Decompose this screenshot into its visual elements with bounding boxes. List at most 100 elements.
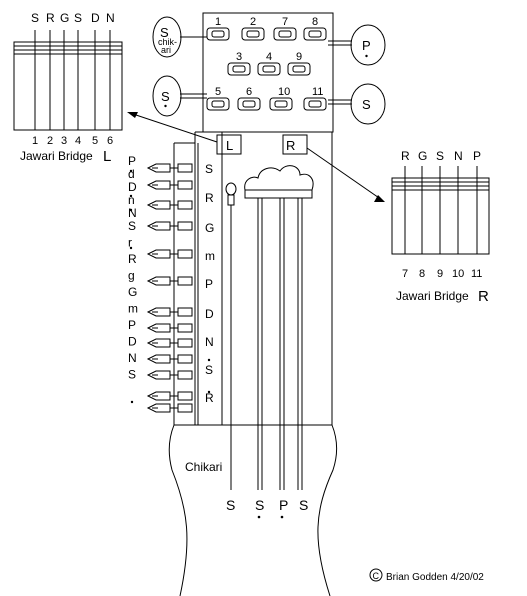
left-low-tuning-circle <box>152 75 182 117</box>
left-bridge-marker-box <box>216 134 242 155</box>
fret-note: N <box>205 335 214 349</box>
right-top-circle-note: P <box>362 38 371 53</box>
lower-octave-dot <box>365 54 368 58</box>
taraf-note: G <box>128 285 137 299</box>
fret-note: G <box>205 221 214 235</box>
right-bridge-caption: Jawari Bridge <box>396 289 469 303</box>
taraf-peg-icon <box>146 323 171 333</box>
taraf-string-hole <box>177 338 193 348</box>
copyright-text: Brian Godden 4/20/02 <box>386 572 484 583</box>
taraf-string-hole <box>177 391 193 401</box>
arrow-to-right-bridge <box>306 147 383 201</box>
tuning-peg-icon <box>269 97 293 111</box>
taraf-note: g <box>128 269 135 283</box>
taraf-note: N <box>128 206 137 220</box>
taraf-peg-icon <box>146 391 171 401</box>
peg-number: 9 <box>296 51 302 63</box>
right-bridge-string-note: N <box>454 149 463 163</box>
copyright: C Brian Godden 4/20/02 <box>369 568 484 583</box>
taraf-note: r <box>128 236 132 250</box>
left-bridge-string-number: 5 <box>92 135 98 147</box>
tuning-peg-icon <box>206 97 230 111</box>
fret-note: m <box>205 249 215 263</box>
right-low-tuning-circle <box>350 83 386 125</box>
right-bridge-string-number: 7 <box>402 268 408 280</box>
fret-note: R <box>205 391 214 405</box>
main-bridge-cloud <box>244 165 314 191</box>
svg-text:C: C <box>373 571 380 581</box>
taraf-peg-icon <box>146 370 171 380</box>
taraf-peg-icon <box>146 276 171 286</box>
left-bridge-caption-letter: L <box>103 148 111 165</box>
lower-octave-dot <box>164 104 167 108</box>
taraf-note: N <box>128 351 137 365</box>
taraf-peg-icon <box>146 221 171 231</box>
right-bridge-caption-letter: R <box>478 288 489 305</box>
main-string-note: S <box>226 497 235 513</box>
right-bridge-string-note: P <box>473 149 481 163</box>
left-bridge-string-note: N <box>106 11 115 25</box>
taraf-peg-icon <box>146 307 171 317</box>
peg-number: 3 <box>236 51 242 63</box>
left-bridge-string-note: R <box>46 11 55 25</box>
main-string-note: S <box>255 497 264 513</box>
right-bridge-string-number: 10 <box>452 268 464 280</box>
taraf-note: P <box>128 154 136 168</box>
arrow-to-left-bridge <box>129 112 218 143</box>
taraf-peg-icon <box>146 338 171 348</box>
taraf-string-hole <box>177 200 193 210</box>
peg-number: 5 <box>215 86 221 98</box>
taraf-string-hole <box>177 323 193 333</box>
lower-octave-dot <box>130 400 134 404</box>
lower-octave-dot <box>129 169 133 173</box>
left-bridge-string-number: 3 <box>61 135 67 147</box>
fret-note: S <box>205 162 213 176</box>
right-bridge-string-note: G <box>418 149 427 163</box>
taraf-string-hole <box>177 249 193 259</box>
taraf-string-hole <box>177 276 193 286</box>
peg-number: 11 <box>312 86 323 98</box>
taraf-string-hole <box>177 370 193 380</box>
body-right-contour <box>317 424 338 596</box>
tuning-peg-icon <box>303 97 327 111</box>
taraf-note: S <box>128 368 136 382</box>
lower-octave-dot <box>280 515 284 519</box>
right-bridge-marker-box <box>282 134 308 155</box>
upper-octave-dot <box>207 358 211 362</box>
tuning-peg-icon <box>237 97 261 111</box>
peg-number: 2 <box>250 16 256 28</box>
main-bridge-base <box>244 189 313 199</box>
arrowhead-icon <box>127 112 138 118</box>
left-bridge-outline <box>13 41 123 131</box>
left-bridge-string-number: 6 <box>107 135 113 147</box>
taraf-note: D <box>128 180 137 194</box>
left-bridge-marker-label: L <box>226 138 233 153</box>
tuning-peg-icon <box>287 62 311 76</box>
left-bridge-string-number: 2 <box>47 135 53 147</box>
taraf-note: d <box>128 167 135 181</box>
upper-octave-dot <box>207 390 211 394</box>
tuning-peg-icon <box>227 62 251 76</box>
taraf-string-hole <box>177 403 193 413</box>
main-string-note: P <box>279 497 288 513</box>
peg-number: 10 <box>278 86 290 98</box>
lower-octave-dot <box>257 515 261 519</box>
peg-number: 7 <box>282 16 288 28</box>
lower-octave-dot <box>129 208 133 212</box>
chikari-tuning-circle <box>152 16 182 58</box>
left-low-circle-note: S <box>161 89 170 104</box>
lower-octave-dot <box>129 194 133 198</box>
right-bridge-string-number: 9 <box>437 268 443 280</box>
right-top-tuning-circle <box>350 24 386 66</box>
left-bridge-string-number: 4 <box>75 135 81 147</box>
taraf-string-hole <box>177 163 193 173</box>
left-bridge-string-number: 1 <box>32 135 38 147</box>
right-low-circle-note: S <box>362 97 371 112</box>
chikari-circle-sub1: chik- <box>158 37 177 47</box>
left-bridge-caption: Jawari Bridge <box>20 149 93 163</box>
